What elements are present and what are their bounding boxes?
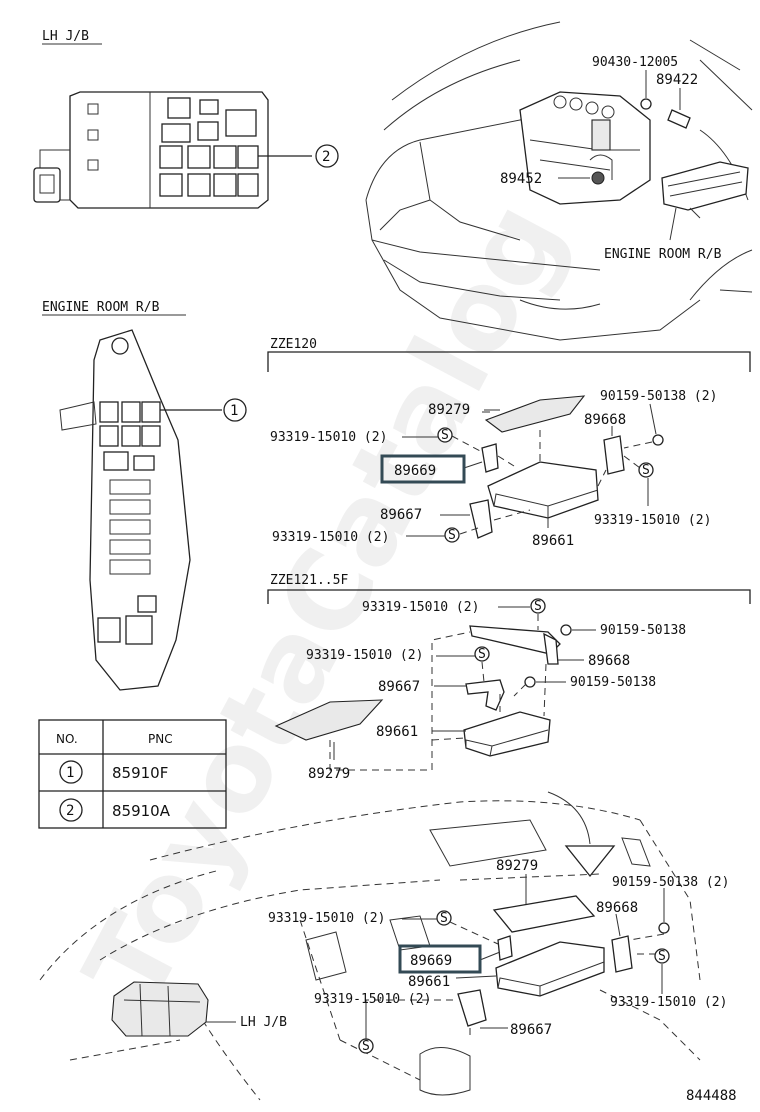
table-row-1-pnc: 85910F: [112, 764, 168, 782]
svg-text:S: S: [362, 1039, 370, 1054]
bottom-label-89669: 89669: [410, 953, 452, 969]
bottom-label-90159-50138: 90159-50138 (2): [612, 875, 729, 890]
zze120-title: ZZE120: [270, 337, 317, 352]
zze121-label-89661: 89661: [376, 724, 418, 740]
zze120-label-93319-c: 93319-15010 (2): [272, 530, 389, 545]
label-engine-room-rb: ENGINE ROOM R/B: [604, 247, 722, 262]
zze121-label-93319-b: 93319-15010 (2): [306, 648, 423, 663]
zze120-label-89661: 89661: [532, 533, 574, 549]
table-row-2-no: 2: [66, 803, 74, 819]
dashboard-illustration: S S S 89279 90159-50138 (2) 93319-15010 …: [39, 791, 729, 1101]
svg-text:S: S: [658, 949, 666, 964]
engine-room-title: ENGINE ROOM R/B: [42, 300, 160, 315]
table-header-no: NO.: [56, 732, 78, 746]
table-header-pnc: PNC: [148, 732, 173, 746]
zze121-label-90159-b: 90159-50138: [570, 675, 656, 690]
label-90430-12005: 90430-12005: [592, 55, 678, 70]
svg-text:S: S: [534, 599, 542, 614]
zze121-label-89668: 89668: [588, 653, 630, 669]
svg-text:S: S: [478, 647, 486, 662]
bottom-label-89667: 89667: [510, 1022, 552, 1038]
zze121-label-90159-a: 90159-50138: [600, 623, 686, 638]
callout-2: 2: [315, 144, 339, 168]
bottom-label-93319-c: 93319-15010 (2): [610, 995, 727, 1010]
zze120-section: ZZE120 S S S: [267, 337, 751, 549]
lh-jb-block: LH J/B 2: [33, 29, 339, 209]
svg-text:2: 2: [322, 149, 330, 165]
engine-bay-illustration: 90430-12005 89422 89452 ENGINE ROOM R/B: [365, 21, 753, 341]
bottom-label-89279: 89279: [496, 858, 538, 874]
engine-room-rb-block: ENGINE ROOM R/B 1: [42, 300, 247, 691]
bottom-label-89668: 89668: [596, 900, 638, 916]
svg-text:1: 1: [230, 403, 238, 419]
table-row-1-no: 1: [66, 765, 74, 781]
zze121-title: ZZE121..5F: [270, 573, 348, 588]
bottom-label-89661: 89661: [408, 974, 450, 990]
svg-text:S: S: [440, 911, 448, 926]
lh-jb-title: LH J/B: [42, 29, 89, 44]
bottom-label-93319-a: 93319-15010 (2): [268, 911, 385, 926]
zze120-label-90159-50138: 90159-50138 (2): [600, 389, 717, 404]
callout-1: 1: [223, 398, 247, 422]
svg-text:S: S: [448, 528, 456, 543]
zze121-label-93319-a: 93319-15010 (2): [362, 600, 479, 615]
zze121-label-89667: 89667: [378, 679, 420, 695]
figure-number: 844488: [686, 1088, 737, 1104]
zze120-label-89279: 89279: [428, 402, 470, 418]
bottom-highlight-89669: [398, 944, 482, 974]
label-89422: 89422: [656, 72, 698, 88]
pnc-table: NO. PNC 1 85910F 2 85910A: [38, 719, 227, 829]
label-89452: 89452: [500, 171, 542, 187]
zze120-label-89668: 89668: [584, 412, 626, 428]
zze120-label-93319-b: 93319-15010 (2): [594, 513, 711, 528]
zze120-label-93319-a: 93319-15010 (2): [270, 430, 387, 445]
svg-text:S: S: [441, 428, 449, 443]
zze120-label-89667: 89667: [380, 507, 422, 523]
zze120-highlight-89669: [380, 454, 466, 484]
bottom-label-lh-jb: LH J/B: [240, 1015, 287, 1030]
zze121-section: ZZE121..5F S S: [267, 573, 751, 782]
bottom-label-93319-b: 93319-15010 (2): [314, 992, 431, 1007]
svg-text:S: S: [642, 463, 650, 478]
zze120-label-89669: 89669: [394, 463, 436, 479]
table-row-2-pnc: 85910A: [112, 802, 171, 820]
zze121-label-89279: 89279: [308, 766, 350, 782]
